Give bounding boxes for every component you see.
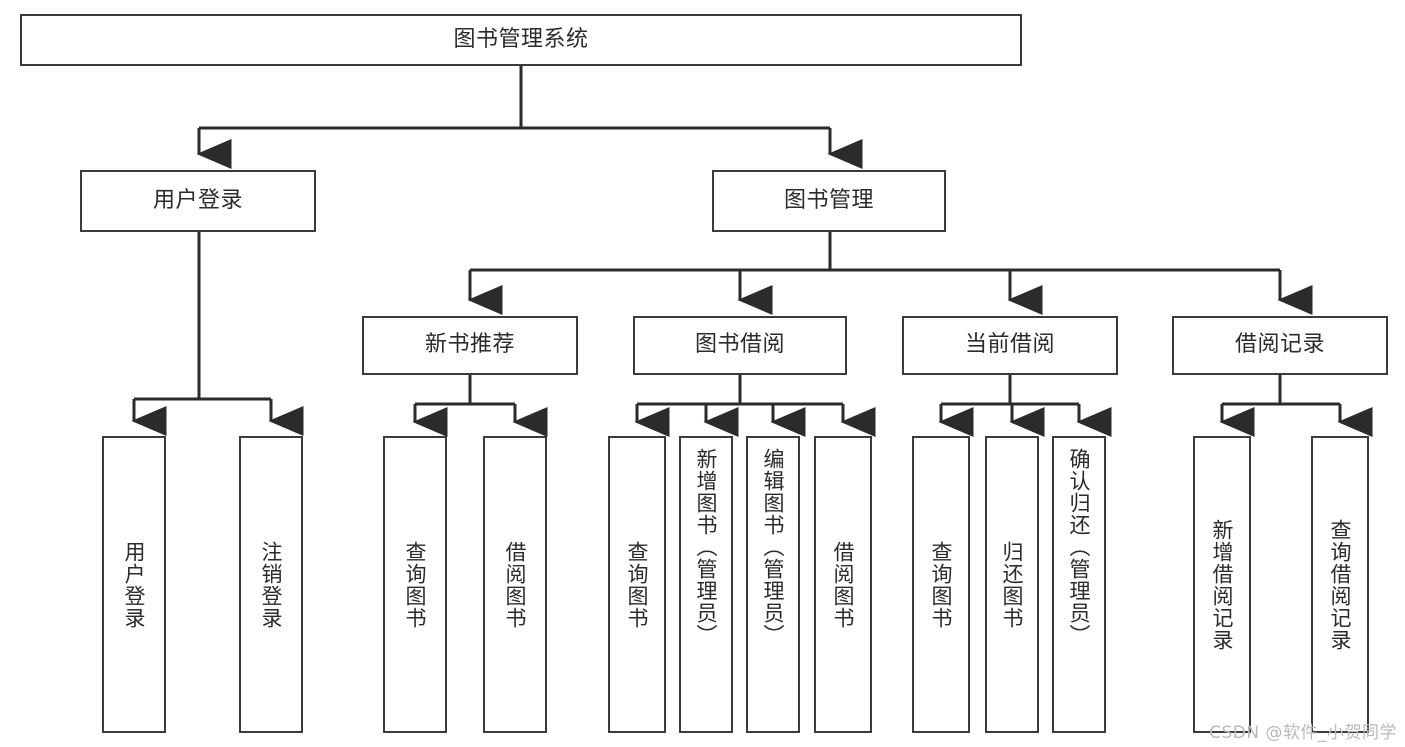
node-leaf-user-login[interactable]: 用户登录: [102, 436, 166, 733]
node-book-borrow-label: 图书借阅: [694, 332, 785, 358]
edges-currentborrow-to-leaves: [938, 375, 1112, 437]
edges-userlogin-to-leaves: [131, 232, 304, 436]
node-leaf-add-borrow-record-label: 新增借阅记录: [1210, 518, 1235, 651]
node-book-borrow[interactable]: 图书借阅: [633, 316, 847, 375]
node-leaf-query-borrow-record[interactable]: 查询借阅记录: [1311, 436, 1369, 733]
edges-bookmanage-to-level3: [467, 232, 1313, 315]
node-root-label: 图书管理系统: [453, 26, 589, 52]
node-leaf-add-book-admin-label: 新增图书（管理员）: [694, 448, 719, 646]
edges-bookborrow-to-leaves: [634, 375, 876, 437]
node-leaf-borrow-book-2[interactable]: 借阅图书: [814, 436, 872, 733]
edges-borrowrecord-to-leaves: [1219, 375, 1373, 437]
node-leaf-edit-book-admin[interactable]: 编辑图书（管理员）: [746, 436, 800, 733]
node-leaf-add-borrow-record[interactable]: 新增借阅记录: [1193, 436, 1251, 733]
node-leaf-query-book-2-label: 查询图书: [625, 540, 650, 629]
node-book-manage[interactable]: 图书管理: [712, 170, 946, 232]
node-book-manage-label: 图书管理: [783, 187, 874, 213]
node-leaf-return-book-label: 归还图书: [1000, 540, 1025, 629]
node-leaf-edit-book-admin-label: 编辑图书（管理员）: [761, 448, 786, 646]
node-leaf-query-book-2[interactable]: 查询图书: [608, 436, 666, 733]
node-leaf-user-logout[interactable]: 注销登录: [239, 436, 303, 733]
node-leaf-borrow-book-2-label: 借阅图书: [831, 540, 856, 629]
edges-root-to-level2: [196, 66, 863, 169]
edges-newbook-to-leaves: [412, 375, 548, 437]
node-leaf-return-book[interactable]: 归还图书: [985, 436, 1039, 733]
node-leaf-query-book-1[interactable]: 查询图书: [383, 436, 447, 733]
node-user-login[interactable]: 用户登录: [80, 170, 316, 232]
node-borrow-record[interactable]: 借阅记录: [1172, 316, 1388, 375]
node-leaf-query-book-1-label: 查询图书: [403, 540, 428, 629]
node-leaf-user-login-label: 用户登录: [122, 540, 147, 629]
node-leaf-query-book-3[interactable]: 查询图书: [912, 436, 970, 733]
node-borrow-record-label: 借阅记录: [1234, 332, 1325, 358]
node-leaf-query-book-3-label: 查询图书: [929, 540, 954, 629]
node-leaf-query-borrow-record-label: 查询借阅记录: [1328, 518, 1353, 651]
node-leaf-confirm-return-admin-label: 确认归还（管理员）: [1067, 448, 1092, 646]
node-new-book-recommend-label: 新书推荐: [424, 332, 515, 358]
node-leaf-borrow-book-1-label: 借阅图书: [503, 540, 528, 629]
node-leaf-borrow-book-1[interactable]: 借阅图书: [483, 436, 547, 733]
node-root[interactable]: 图书管理系统: [20, 14, 1022, 66]
node-current-borrow[interactable]: 当前借阅: [902, 316, 1118, 375]
node-current-borrow-label: 当前借阅: [964, 332, 1055, 358]
node-leaf-confirm-return-admin[interactable]: 确认归还（管理员）: [1052, 436, 1106, 733]
node-new-book-recommend[interactable]: 新书推荐: [362, 316, 578, 375]
csdn-watermark: CSDN @软件_小贺同学: [1209, 723, 1397, 743]
node-user-login-label: 用户登录: [152, 187, 243, 213]
node-leaf-add-book-admin[interactable]: 新增图书（管理员）: [679, 436, 733, 733]
node-leaf-user-logout-label: 注销登录: [259, 540, 284, 629]
